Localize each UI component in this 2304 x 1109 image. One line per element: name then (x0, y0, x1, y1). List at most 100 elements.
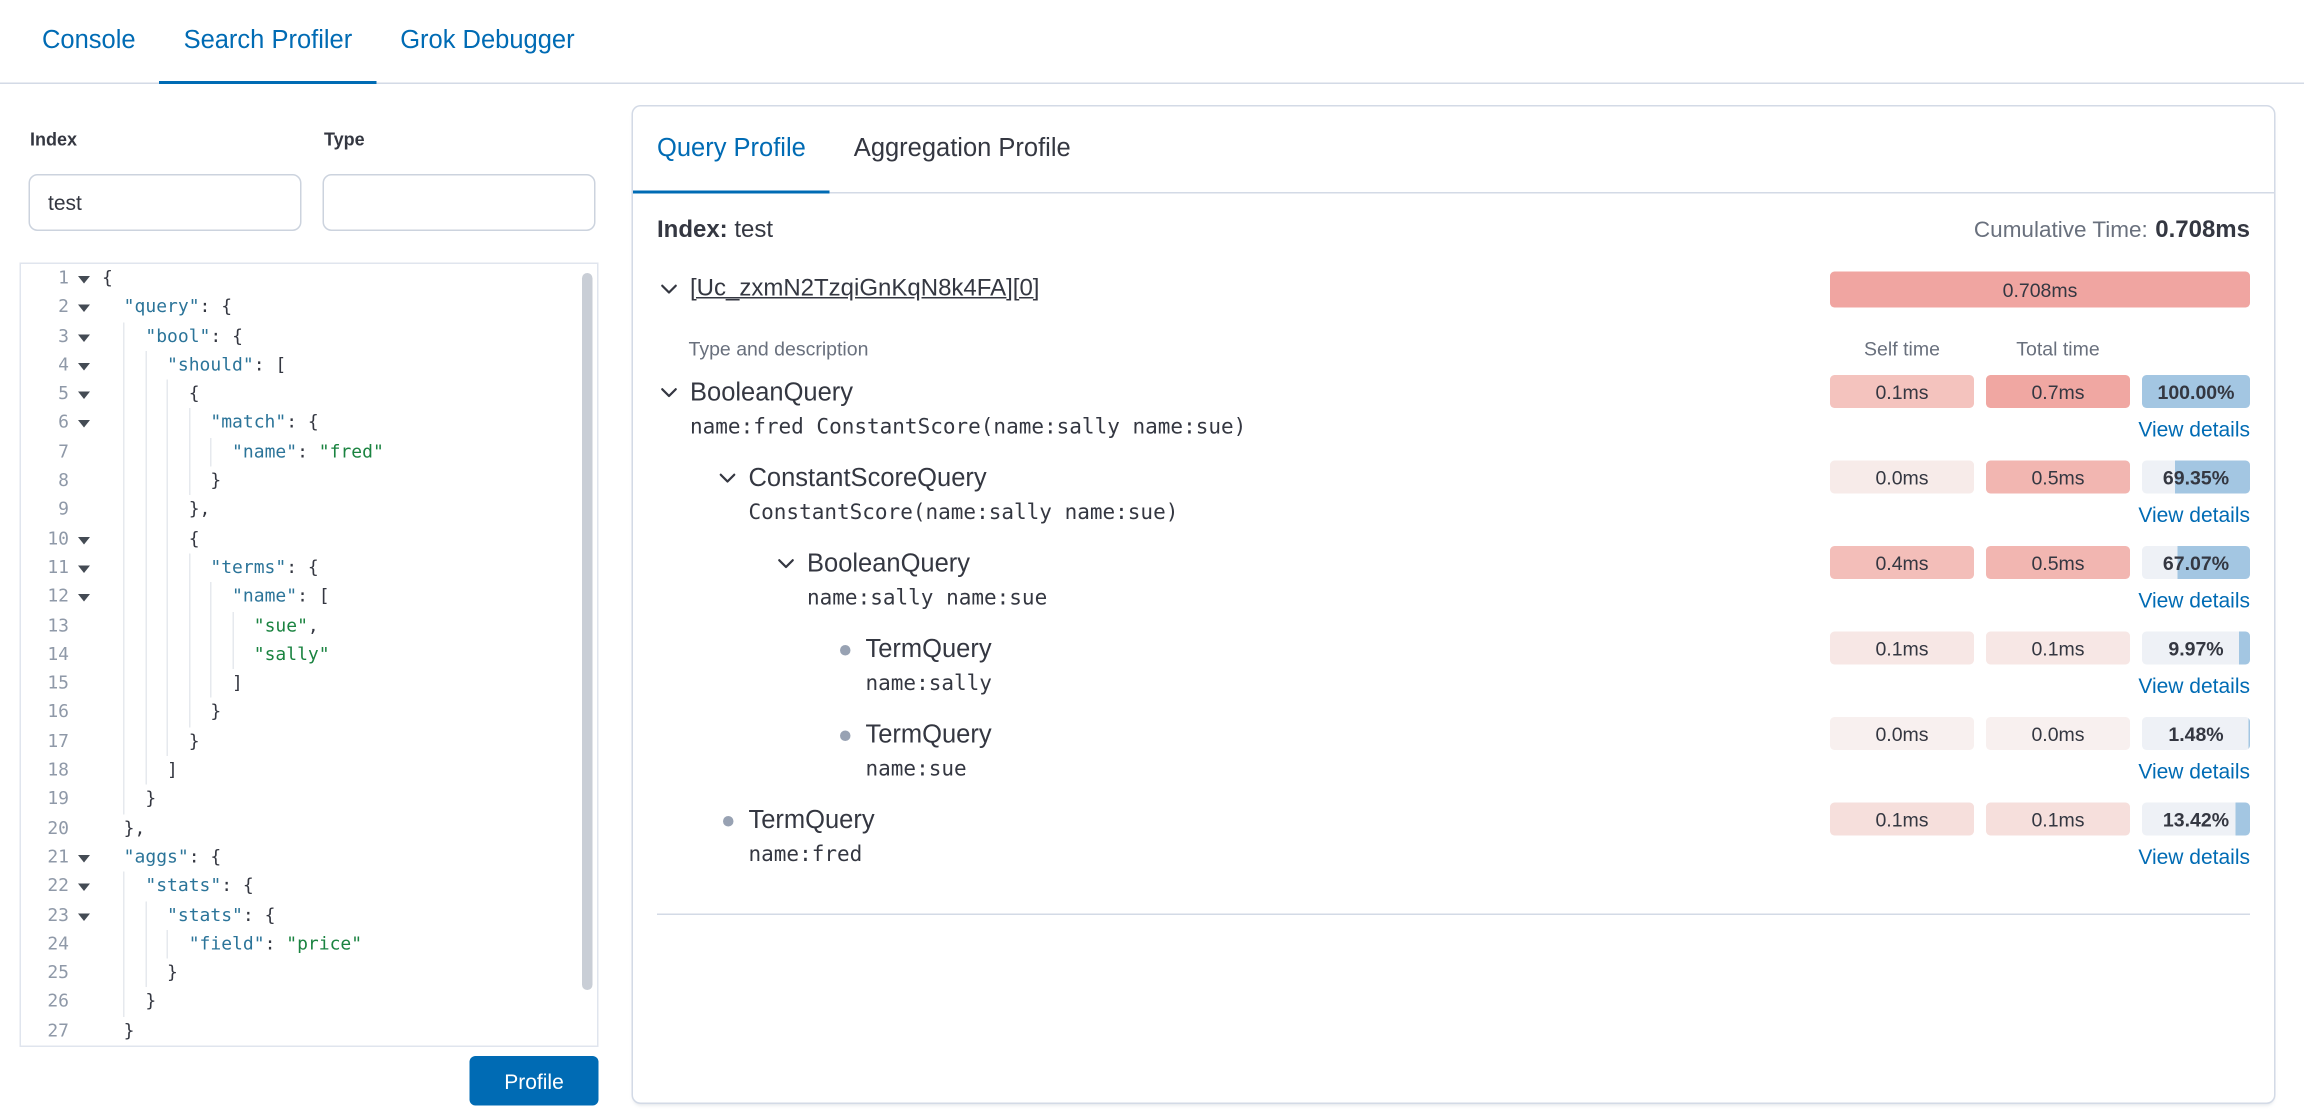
line-number: 16 (47, 701, 69, 723)
query-type-name: BooleanQuery (807, 549, 971, 578)
code-line: 14 "sally" (21, 640, 597, 670)
query-row: TermQuery name:fred 0.1ms 0.1ms 13.42% View d… (657, 802, 2250, 869)
view-details-link[interactable]: View details (2138, 673, 2250, 698)
self-time-badge: 0.1ms (1830, 802, 1974, 836)
query-description: name:fred (748, 843, 863, 867)
column-header-total: Total time (2016, 337, 2100, 361)
code-line: 11 "terms": { (21, 553, 597, 583)
tab-query-profile[interactable]: Query Profile (633, 107, 830, 194)
fold-toggle-icon[interactable] (69, 525, 99, 554)
code-line: 19 } (21, 785, 597, 814)
code-line: 10 { (21, 524, 597, 554)
line-number: 3 (58, 324, 69, 346)
fold-toggle-icon[interactable] (69, 843, 99, 872)
shard-link[interactable]: [Uc_zxmN2TzqiGnKqN8k4FA][0] (690, 276, 1040, 302)
json-editor[interactable]: 1{2 "query": {3 "bool": {4 "should": [5 … (19, 262, 599, 1047)
profiler-panel: Query Profile Aggregation Profile Index:… (631, 105, 2276, 1104)
self-time-badge: 0.1ms (1830, 375, 1974, 408)
request-panel: Index Type 1{2 "query": {3 "bool": {4 "s… (0, 84, 630, 1109)
fold-toggle-icon[interactable] (69, 293, 99, 322)
fold-toggle-icon[interactable] (69, 582, 99, 611)
line-number: 20 (47, 816, 69, 838)
view-details-link[interactable]: View details (2138, 844, 2250, 869)
fold-toggle-icon[interactable] (69, 553, 99, 582)
query-type-name: ConstantScoreQuery (748, 463, 987, 493)
view-details-link[interactable]: View details (2138, 502, 2250, 527)
code-line: 9 }, (21, 495, 597, 525)
fold-toggle-icon[interactable] (69, 409, 99, 438)
code-line: 22 "stats": { (21, 871, 597, 901)
query-type-name: TermQuery (865, 720, 992, 749)
code-line: 21 "aggs": { (21, 843, 597, 872)
query-type-name: TermQuery (865, 634, 992, 664)
line-number: 22 (47, 874, 69, 896)
profile-button[interactable]: Profile (469, 1056, 599, 1106)
code-line: 3 "bool": { (21, 321, 597, 351)
line-number: 7 (58, 440, 69, 462)
code-line: 8 } (21, 466, 597, 496)
line-number: 25 (47, 961, 69, 983)
view-details-link[interactable]: View details (2138, 759, 2250, 783)
code-line: 20 }, (21, 814, 597, 843)
line-number: 2 (58, 295, 69, 317)
column-header-self: Self time (1864, 337, 1940, 361)
tab-search-profiler[interactable]: Search Profiler (159, 0, 377, 84)
cumulative-time-value: 0.708ms (2155, 217, 2250, 244)
collapse-icon[interactable] (716, 467, 740, 491)
query-type-name: TermQuery (748, 805, 875, 835)
self-time-badge: 0.0ms (1830, 460, 1974, 494)
shard-collapse-icon[interactable] (657, 278, 681, 302)
line-number: 24 (47, 932, 69, 954)
column-header-percent (2142, 338, 2250, 361)
total-time-badge: 0.1ms (1986, 802, 2130, 836)
collapse-icon[interactable] (657, 381, 681, 405)
fold-toggle-icon[interactable] (69, 322, 99, 351)
percent-badge: 67.07% (2142, 546, 2250, 579)
total-time-badge: 0.5ms (1986, 546, 2130, 579)
type-label: Type (324, 129, 365, 150)
tab-console[interactable]: Console (42, 25, 136, 55)
code-line: 5 { (21, 379, 597, 409)
percent-badge: 13.42% (2142, 802, 2250, 836)
query-rows: BooleanQuery name:fred ConstantScore(name… (657, 375, 2250, 869)
cumulative-time: Cumulative Time:0.708ms (1974, 218, 2250, 245)
shard-time-bar: 0.708ms (1830, 271, 2250, 308)
code-line: 1{ (21, 264, 597, 293)
fold-toggle-icon[interactable] (69, 264, 99, 293)
code-line: 12 "name": [ (21, 582, 597, 612)
collapse-icon[interactable] (774, 552, 798, 576)
line-number: 8 (58, 469, 69, 491)
tab-aggregation-profile[interactable]: Aggregation Profile (853, 133, 1071, 163)
index-input[interactable] (28, 174, 302, 231)
view-details-link[interactable]: View details (2138, 588, 2250, 612)
index-display-value: test (734, 217, 774, 244)
line-number: 10 (47, 527, 69, 549)
editor-lines: 1{2 "query": {3 "bool": {4 "should": [5 … (21, 264, 597, 1046)
self-time-badge: 0.1ms (1830, 631, 1974, 665)
fold-toggle-icon[interactable] (69, 901, 99, 930)
line-number: 27 (47, 1019, 69, 1041)
line-number: 5 (58, 382, 69, 404)
code-line: 25 } (21, 958, 597, 988)
line-number: 23 (47, 903, 69, 925)
top-navigation: Console Search Profiler Grok Debugger (0, 0, 2304, 84)
fold-toggle-icon[interactable] (69, 380, 99, 409)
profile-tabs: Query Profile Aggregation Profile (633, 107, 2274, 194)
fold-toggle-icon[interactable] (69, 872, 99, 901)
line-number: 13 (47, 614, 69, 636)
self-time-badge: 0.4ms (1830, 546, 1974, 579)
code-line: 24 "field": "price" (21, 929, 597, 959)
index-display-label: Index: (657, 217, 728, 244)
shard-row: [Uc_zxmN2TzqiGnKqN8k4FA][0] 0.708ms (657, 271, 2250, 308)
editor-scrollbar[interactable] (582, 273, 593, 990)
query-description: name:sally (865, 672, 992, 696)
view-details-link[interactable]: View details (2138, 417, 2250, 441)
fold-toggle-icon[interactable] (69, 351, 99, 380)
tab-grok-debugger[interactable]: Grok Debugger (400, 25, 575, 55)
code-line: 7 "name": "fred" (21, 437, 597, 467)
column-header-type: Type and description (688, 337, 869, 361)
line-number: 12 (47, 585, 69, 607)
query-description: name:fred ConstantScore(name:sally name:… (690, 415, 1247, 440)
type-input[interactable] (322, 174, 596, 231)
